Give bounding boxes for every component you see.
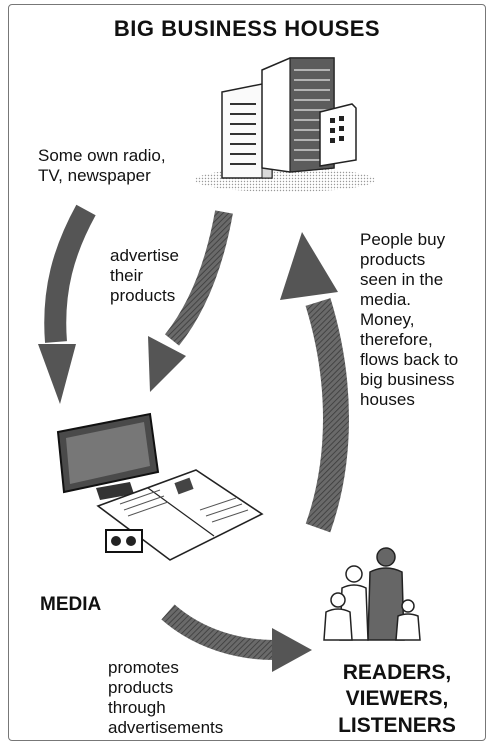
advertise-note: advertise their products [110, 246, 179, 306]
audience-label: READERS, VIEWERS, LISTENERS [338, 661, 456, 737]
diagram-frame [8, 4, 486, 741]
arrow-business-to-media-left [38, 204, 96, 404]
promotes-note: promotes products through advertisements [108, 658, 224, 738]
tv-newspaper-radio-icon [56, 412, 264, 561]
arrow-audience-to-business [280, 232, 349, 533]
arrow-business-to-media-right [148, 210, 233, 392]
family-group-icon [323, 547, 421, 641]
media-label: MEDIA [40, 594, 102, 615]
office-buildings-icon [195, 57, 375, 192]
ownership-note: Some own radio, TV, newspaper [38, 146, 166, 186]
arrow-media-to-audience [161, 604, 312, 672]
people-buy-note: People buy products seen in the media. M… [360, 230, 459, 410]
diagram-title: BIG BUSINESS HOUSES [113, 16, 381, 41]
